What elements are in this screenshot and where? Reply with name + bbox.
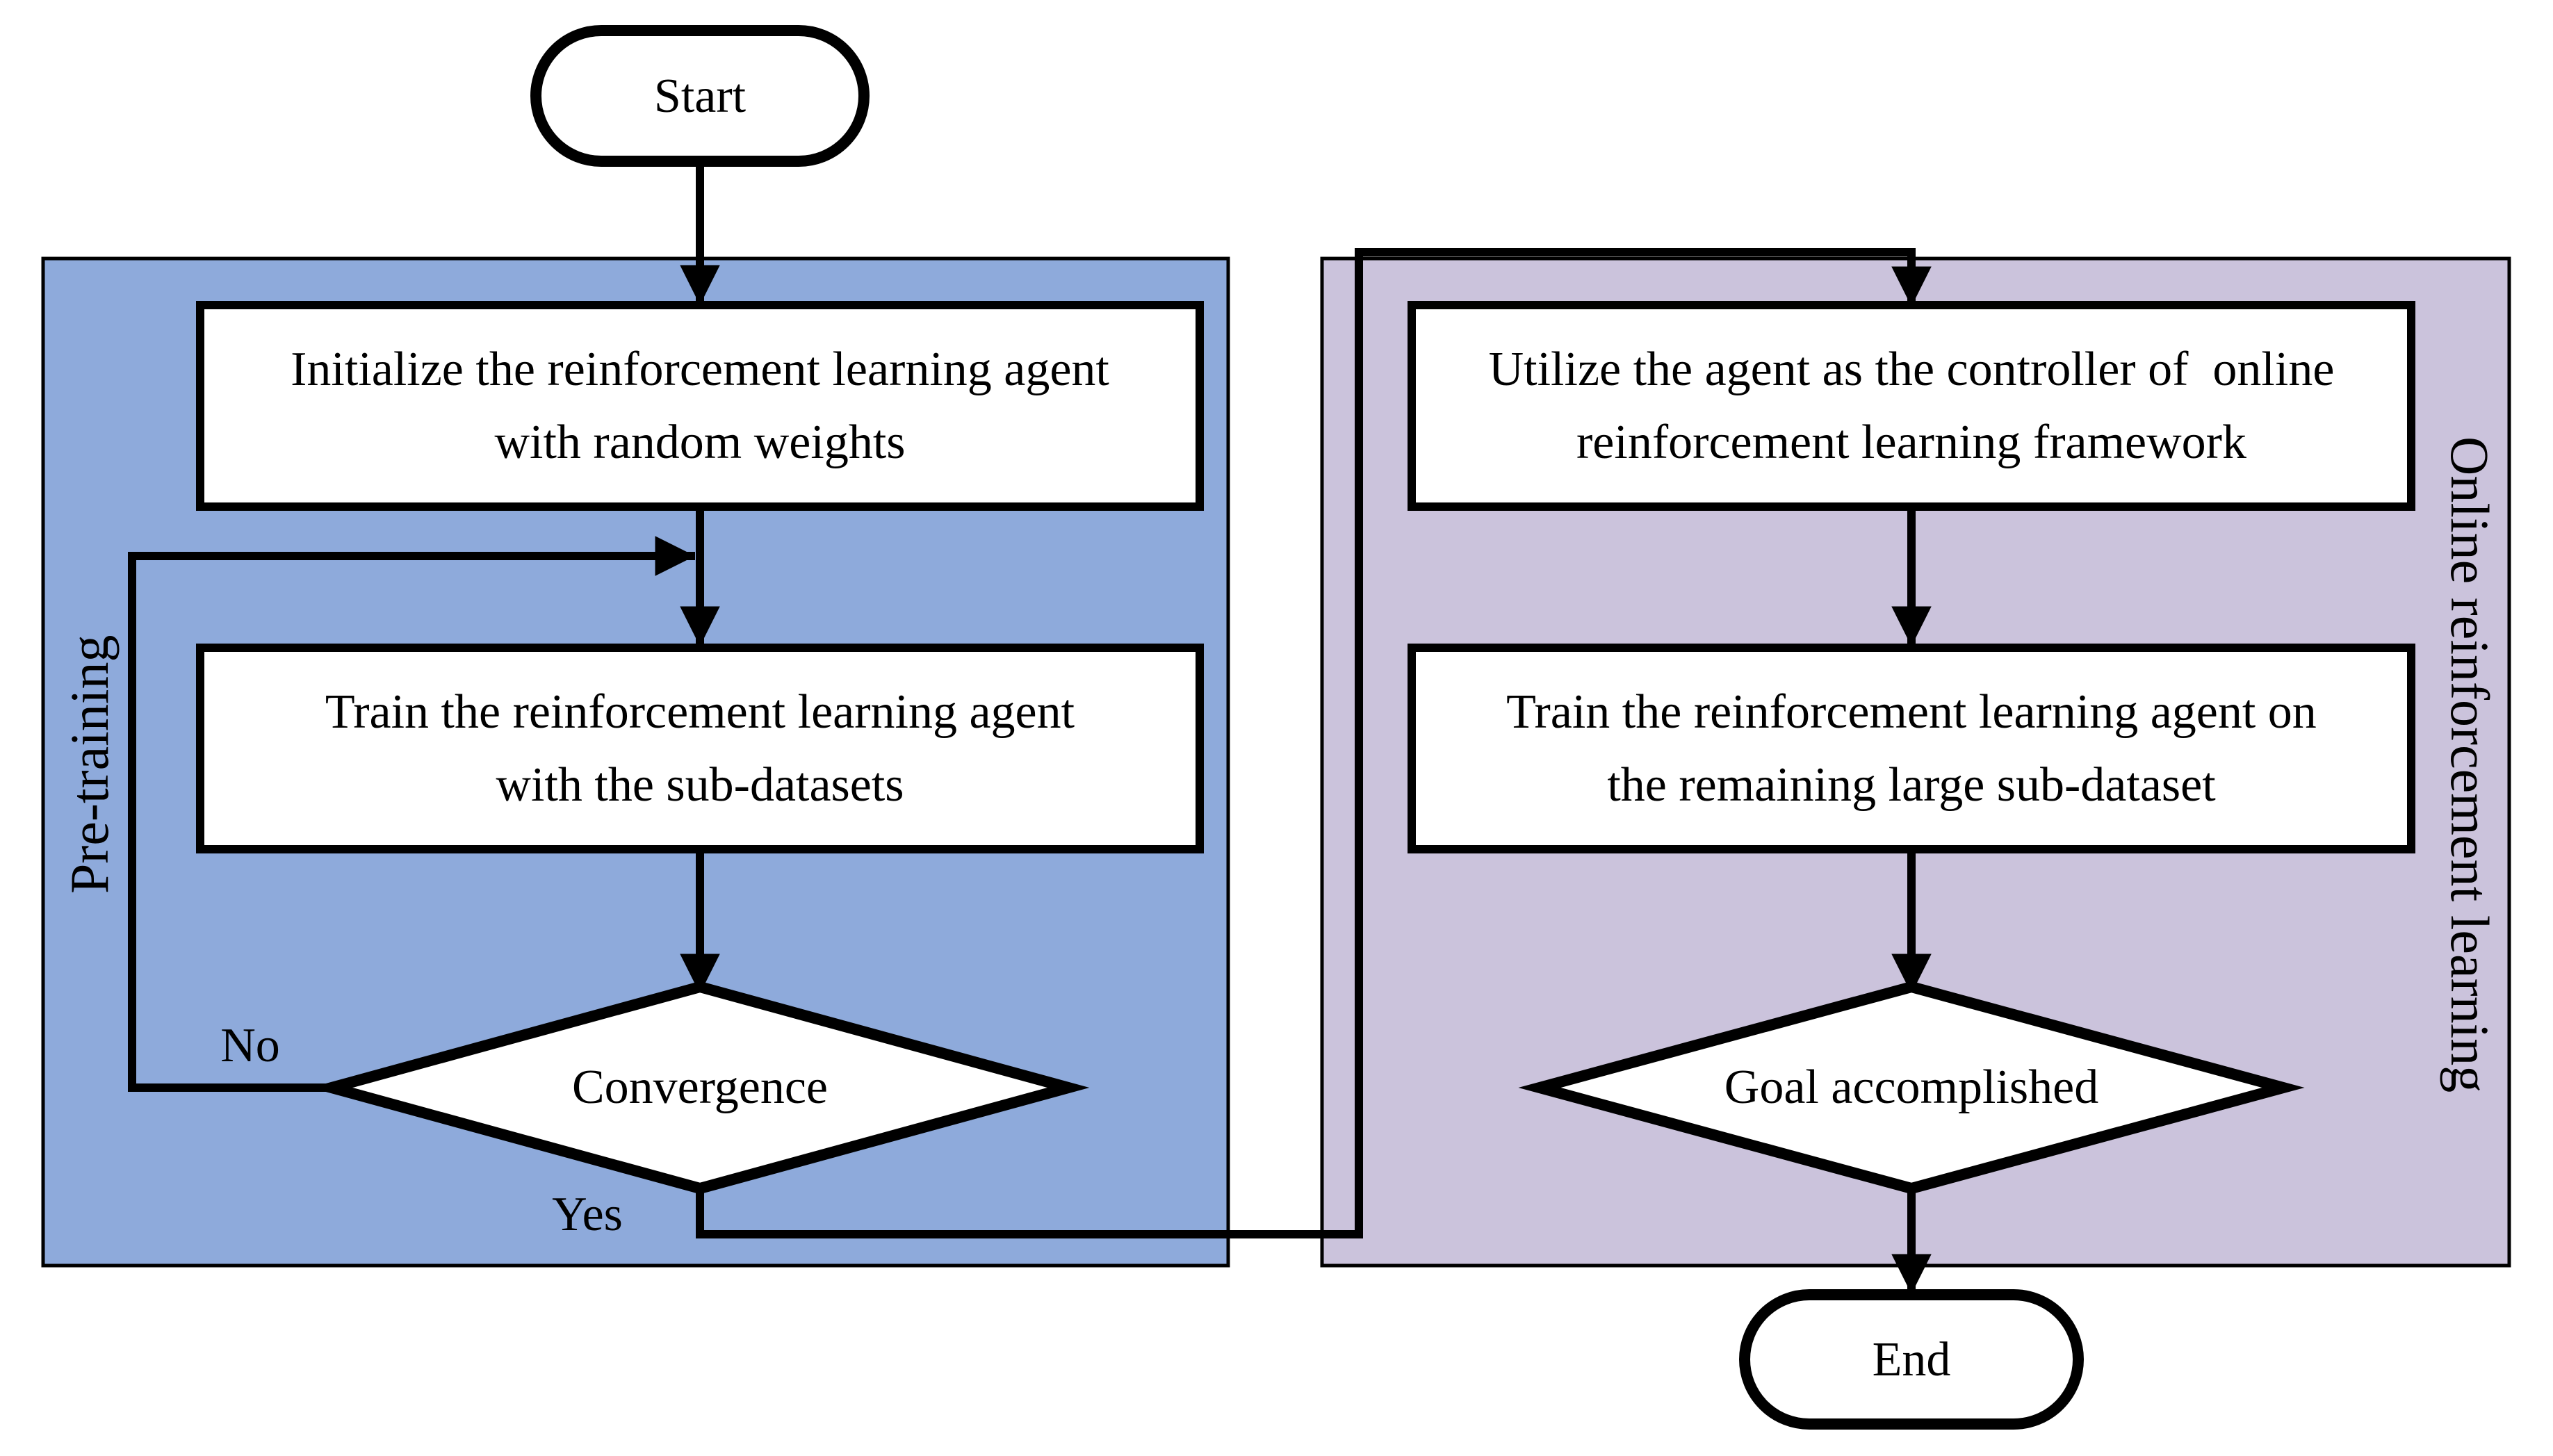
end-node: End — [1739, 1289, 2084, 1430]
pretraining-panel-label: Pre-training — [48, 445, 131, 1084]
edge-no-loop — [128, 536, 695, 1092]
end-label: End — [1872, 1332, 1951, 1387]
utilize-label: Utilize the agent as the controller of o… — [1488, 343, 2335, 469]
pretrain-train-box: Train the reinforcement learning agent w… — [196, 644, 1204, 853]
online-train-label: Train the reinforcement learning agent o… — [1506, 685, 2317, 812]
goal-text: Goal accomplished — [1724, 1061, 2099, 1115]
convergence-diamond — [310, 981, 1090, 1195]
convergence-label: Convergence — [332, 987, 1068, 1188]
start-label: Start — [653, 69, 747, 123]
online-train-box: Train the reinforcement learning agent o… — [1408, 644, 2415, 853]
initialize-label: Initialize the reinforcement learning ag… — [291, 343, 1109, 469]
utilize-box: Utilize the agent as the controller of o… — [1408, 301, 2415, 511]
pretrain-train-label: Train the reinforcement learning agent w… — [325, 685, 1075, 812]
yes-branch-label: Yes — [507, 1177, 667, 1253]
no-branch-label: No — [174, 1008, 327, 1084]
start-node: Start — [530, 25, 870, 167]
yes-text: Yes — [552, 1188, 623, 1242]
initialize-box: Initialize the reinforcement learning ag… — [196, 301, 1204, 511]
goal-label: Goal accomplished — [1540, 987, 2283, 1188]
edge-yes-to-utilize — [696, 248, 1932, 1238]
online-panel-label: Online reinforcement learning — [2428, 386, 2511, 1143]
pretraining-panel-text: Pre-training — [59, 635, 120, 894]
convergence-text: Convergence — [571, 1061, 828, 1115]
goal-diamond — [1518, 981, 2305, 1195]
online-panel-text: Online reinforcement learning — [2440, 436, 2500, 1093]
no-text: No — [220, 1019, 280, 1073]
